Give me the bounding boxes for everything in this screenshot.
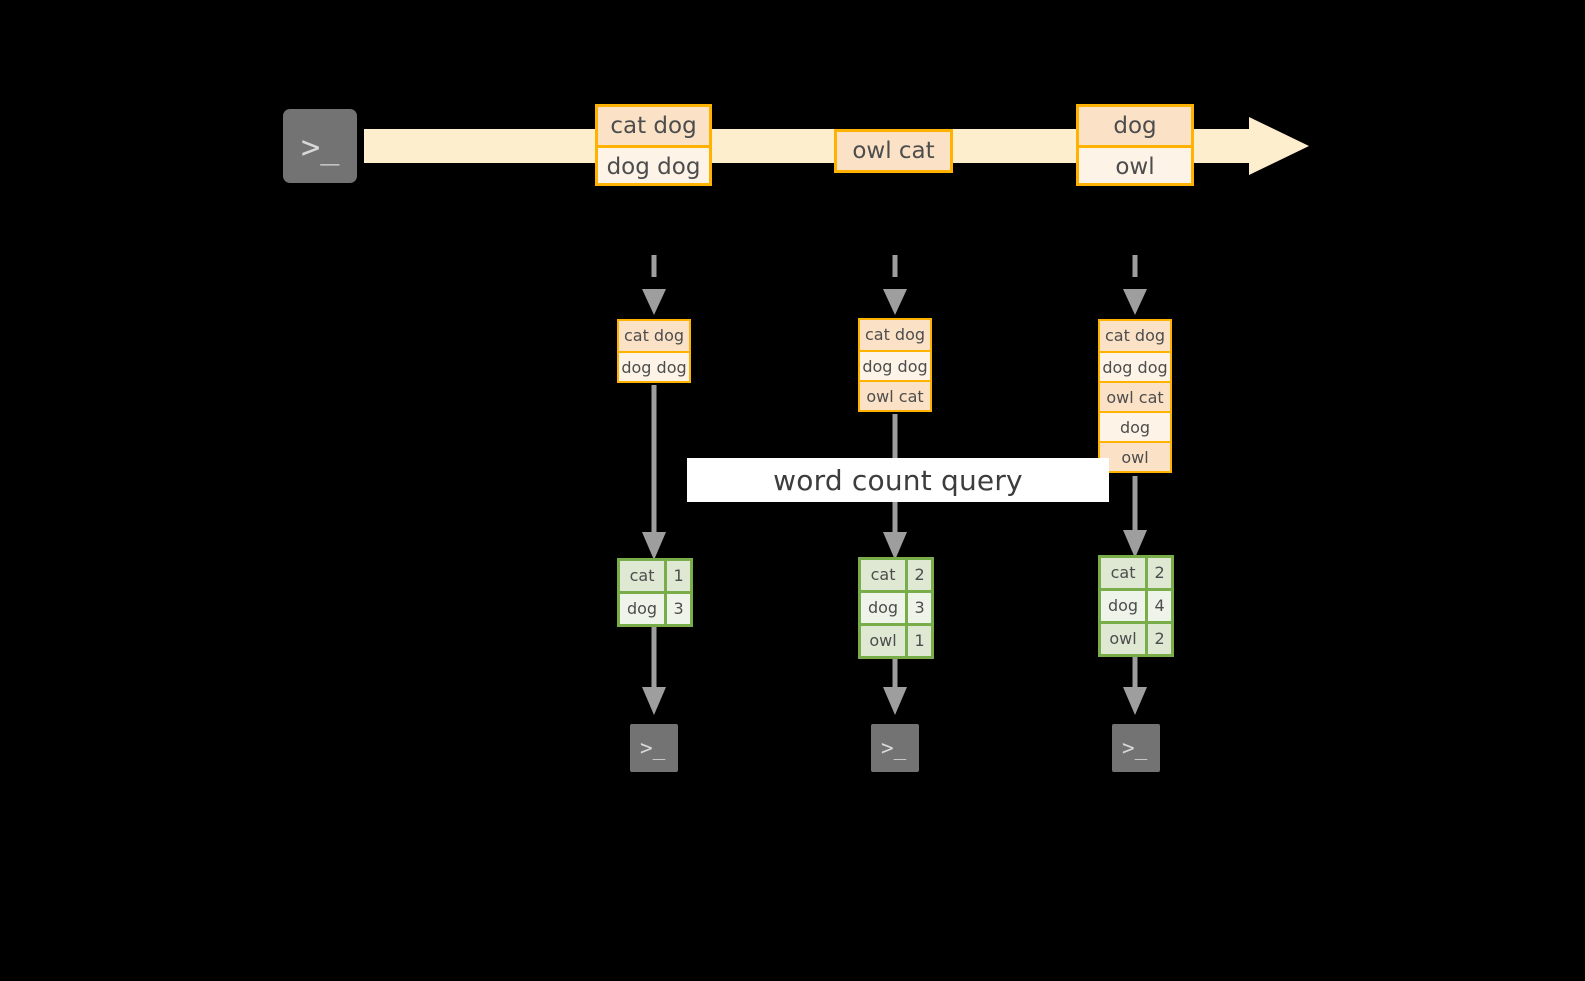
result-table-col1: cat 1 dog 3 (617, 558, 693, 627)
result-key: cat (861, 560, 906, 590)
dashed-down-arrow-icon-col1 (642, 255, 666, 315)
buffer-line: owl cat (1100, 381, 1170, 411)
result-key: dog (1101, 591, 1146, 621)
result-key: owl (861, 626, 906, 656)
result-value: 1 (664, 561, 690, 591)
record-line: dog (1079, 107, 1191, 145)
terminal-prompt-glyph: >_ (640, 736, 666, 760)
result-key: cat (1101, 558, 1146, 588)
table-row: cat 2 (861, 560, 931, 590)
sink-terminal-col3[interactable]: >_ (1105, 717, 1167, 779)
table-row: dog 3 (861, 590, 931, 623)
stream-record-1: cat dog dog dog (595, 104, 712, 186)
query-label-text: word count query (773, 463, 1023, 497)
terminal-prompt-glyph: >_ (881, 736, 907, 760)
record-line: owl cat (837, 132, 950, 170)
query-arrow-icon-col3 (1123, 476, 1147, 558)
buffer-col1: cat dog dog dog (617, 319, 691, 383)
result-value: 2 (905, 560, 931, 590)
result-key: dog (620, 594, 665, 624)
stream-record-2: owl cat (834, 129, 953, 173)
source-terminal-icon[interactable]: >_ (274, 100, 366, 192)
result-value: 3 (664, 594, 690, 624)
buffer-line: cat dog (860, 320, 930, 350)
record-line: owl (1079, 145, 1191, 183)
buffer-line: dog (1100, 411, 1170, 441)
record-line: cat dog (598, 107, 709, 145)
stream-record-3: dog owl (1076, 104, 1194, 186)
result-table-col3: cat 2 dog 4 owl 2 (1098, 555, 1174, 657)
result-key: cat (620, 561, 665, 591)
result-value: 2 (1145, 558, 1171, 588)
output-arrow-icon-col2 (883, 654, 907, 715)
result-key: dog (861, 593, 906, 623)
result-value: 4 (1145, 591, 1171, 621)
buffer-line: dog dog (619, 351, 689, 381)
buffer-col2: cat dog dog dog owl cat (858, 318, 932, 412)
sink-terminal-col1[interactable]: >_ (623, 717, 685, 779)
record-line: dog dog (598, 145, 709, 183)
result-value: 3 (905, 593, 931, 623)
result-value: 2 (1145, 624, 1171, 654)
table-row: dog 3 (620, 591, 690, 624)
table-row: owl 2 (1101, 621, 1171, 654)
dashed-down-arrow-icon-col2 (883, 255, 907, 315)
result-table-col2: cat 2 dog 3 owl 1 (858, 557, 934, 659)
dashed-down-arrow-icon-col3 (1123, 255, 1147, 315)
buffer-line: owl cat (860, 380, 930, 410)
sink-terminal-col2[interactable]: >_ (864, 717, 926, 779)
result-key: owl (1101, 624, 1146, 654)
buffer-line: cat dog (1100, 321, 1170, 351)
table-row: cat 1 (620, 561, 690, 591)
table-row: owl 1 (861, 623, 931, 656)
buffer-line: owl (1100, 441, 1170, 471)
buffer-line: dog dog (1100, 351, 1170, 381)
query-label-banner: word count query (687, 458, 1109, 502)
output-arrow-icon-col1 (642, 624, 666, 715)
terminal-prompt-glyph: >_ (1122, 736, 1148, 760)
terminal-prompt-glyph: >_ (301, 128, 340, 166)
table-row: dog 4 (1101, 588, 1171, 621)
output-arrow-icon-col3 (1123, 652, 1147, 715)
result-value: 1 (905, 626, 931, 656)
table-row: cat 2 (1101, 558, 1171, 588)
buffer-col3: cat dog dog dog owl cat dog owl (1098, 319, 1172, 473)
query-arrow-icon-col1 (642, 385, 666, 560)
buffer-line: cat dog (619, 321, 689, 351)
buffer-line: dog dog (860, 350, 930, 380)
